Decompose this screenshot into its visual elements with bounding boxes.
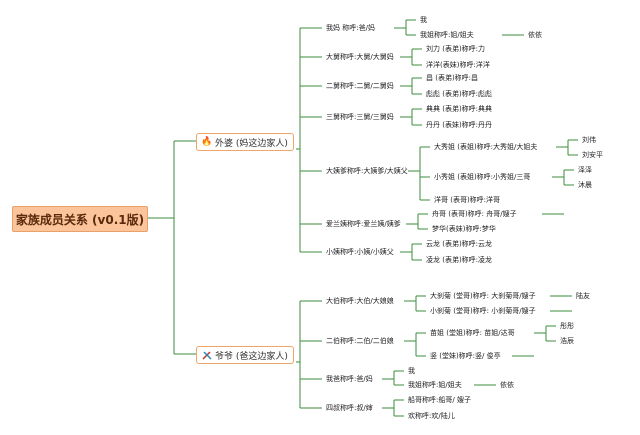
branch-maternal-label: 外婆 (妈这边家人) bbox=[215, 138, 288, 149]
relative-child-node[interactable]: 刘力 (表弟)称呼:力 bbox=[426, 44, 486, 53]
relative-child-node[interactable]: 竖 (堂妹)称呼:竖/ 俊亭 bbox=[430, 351, 501, 360]
relative-child-node[interactable]: 我 bbox=[408, 366, 415, 375]
relative-node[interactable]: 大舅称呼:大舅/大舅妈 bbox=[326, 52, 394, 61]
grandchild-node[interactable]: 彤彤 bbox=[560, 321, 574, 330]
tools-icon bbox=[202, 350, 212, 360]
relative-node[interactable]: 大伯称呼:大伯/大娘娘 bbox=[326, 296, 394, 305]
relative-child-node[interactable]: 典典 (表弟)称呼:典典 bbox=[426, 104, 493, 113]
relative-child-node[interactable]: 船哥称呼:船哥/ 嫂子 bbox=[408, 395, 471, 404]
relative-node[interactable]: 大姨爹称呼:大姨爹/大姨父 bbox=[326, 166, 408, 175]
relative-node[interactable]: 二舅称呼:二舅/二舅妈 bbox=[326, 81, 394, 90]
grandchild-node[interactable]: 刘安平 bbox=[582, 150, 603, 159]
grandchild-node[interactable]: 沐晨 bbox=[578, 180, 592, 189]
flame-icon: 🔥 bbox=[201, 137, 213, 147]
relative-child-node[interactable]: 洋哥 (表哥)称呼:洋哥 bbox=[434, 195, 501, 204]
relative-child-node[interactable]: 舟哥 (表哥)称呼: 舟哥/嫂子 bbox=[432, 209, 517, 218]
relative-child-node[interactable]: 梦华(表妹)称呼:梦华 bbox=[432, 224, 496, 233]
relative-child-node[interactable]: 大秀姐 (表姐)称呼:大秀姐/大姐夫 bbox=[434, 142, 538, 151]
relative-child-node[interactable]: 小秀姐 (表姐)称呼:小秀姐/三哥 bbox=[434, 172, 531, 181]
relative-child-node[interactable]: 昌 (表弟)称呼:昌 bbox=[426, 73, 479, 82]
relative-node[interactable]: 爱兰姨称呼:爱兰姨/姨爹 bbox=[326, 219, 401, 228]
relative-child-node[interactable]: 凌龙 (表弟)称呼:凌龙 bbox=[426, 255, 493, 264]
relative-child-node[interactable]: 小刹菊 (堂哥)称呼: 小刹菊哥/嫂子 bbox=[430, 306, 536, 315]
relative-node[interactable]: 四叔称呼:叔/婶 bbox=[326, 403, 373, 412]
relative-child-node[interactable]: 我姐称呼:姐/姐夫 bbox=[408, 380, 462, 389]
relative-child-node[interactable]: 欢称呼:欢/陆儿 bbox=[408, 411, 455, 420]
grandchild-node[interactable]: 依依 bbox=[500, 380, 514, 389]
relative-child-node[interactable]: 我 bbox=[420, 15, 427, 24]
relative-node[interactable]: 我爸称呼:爸/妈 bbox=[326, 374, 373, 383]
grandchild-node[interactable]: 陆友 bbox=[576, 291, 590, 300]
relative-child-node[interactable]: 大刹菊 (堂哥)称呼: 大刹菊哥/嫂子 bbox=[430, 291, 536, 300]
branch-paternal-family[interactable]: 爷爷 (爸这边家人) bbox=[196, 346, 294, 364]
branch-maternal-family[interactable]: 🔥 外婆 (妈这边家人) bbox=[196, 133, 294, 151]
relative-node[interactable]: 二伯称呼:二伯/二伯娘 bbox=[326, 336, 394, 345]
relative-child-node[interactable]: 彪彪 (表弟)称呼:彪彪 bbox=[426, 89, 493, 98]
branch-paternal-label: 爷爷 (爸这边家人) bbox=[215, 351, 288, 362]
relative-child-node[interactable]: 丹丹 (表妹)称呼:丹丹 bbox=[426, 120, 493, 129]
grandchild-node[interactable]: 浩辰 bbox=[560, 336, 574, 345]
grandchild-node[interactable]: 泽泽 bbox=[578, 165, 592, 174]
relative-child-node[interactable]: 云龙 (表弟)称呼:云龙 bbox=[426, 239, 493, 248]
root-node[interactable]: 家族成员关系 (v0.1版) bbox=[12, 206, 148, 232]
relative-child-node[interactable]: 洋洋(表妹)称呼:洋洋 bbox=[426, 60, 490, 69]
relative-node[interactable]: 我妈 称呼:爸/妈 bbox=[326, 23, 375, 32]
relative-node[interactable]: 三舅称呼:三舅/三舅妈 bbox=[326, 112, 394, 121]
relative-child-node[interactable]: 我姐称呼:姐/姐夫 bbox=[420, 30, 474, 39]
grandchild-node[interactable]: 依依 bbox=[528, 30, 542, 39]
relative-child-node[interactable]: 苗姐 (堂姐)称呼: 苗姐/达哥 bbox=[430, 328, 515, 337]
grandchild-node[interactable]: 刘伟 bbox=[582, 135, 596, 144]
relative-node[interactable]: 小姨称呼:小姨/小姨父 bbox=[326, 247, 394, 256]
